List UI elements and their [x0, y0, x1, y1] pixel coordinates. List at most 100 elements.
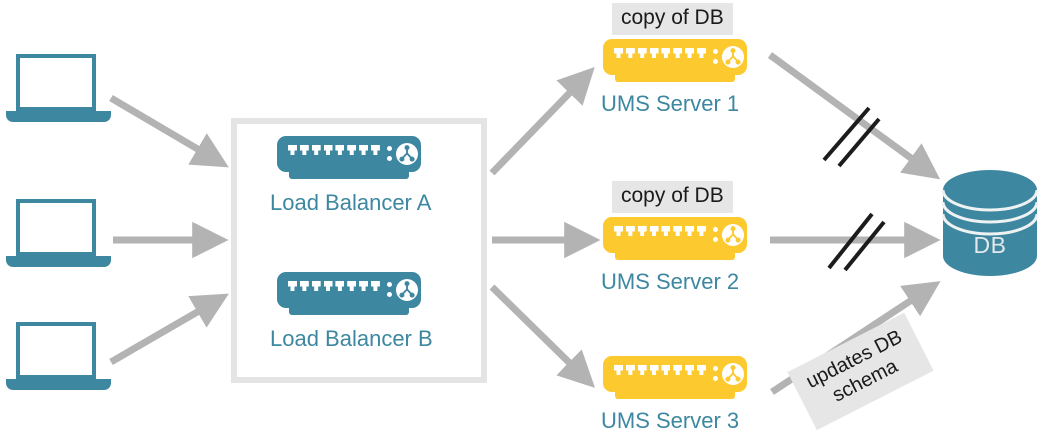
laptop-screen-icon: [16, 322, 96, 379]
switch-port-icon: [288, 145, 297, 155]
database-node[interactable]: DB: [941, 168, 1039, 278]
load-balancer-a-label: Load Balancer A: [270, 190, 432, 215]
load-balancer-group: [231, 118, 487, 383]
connector-ums1-to-db: [767, 52, 941, 180]
network-tree-icon: [722, 363, 744, 385]
server-port-icon: [614, 365, 623, 375]
load-balancer-a-icon[interactable]: [277, 136, 421, 183]
break-marker-ums1: [822, 106, 881, 168]
status-led-icon: [713, 376, 718, 381]
network-tree-icon: [396, 143, 418, 165]
switch-port-icon: [347, 281, 357, 291]
client-laptop-1[interactable]: [6, 54, 111, 126]
server-port-icon: [649, 226, 659, 236]
ums-server-3-label: UMS Server 3: [601, 408, 740, 433]
ums-server-1-badge: copy of DB: [612, 3, 733, 35]
load-balancer-b-icon[interactable]: [277, 272, 421, 319]
client-laptop-2[interactable]: [6, 199, 111, 271]
laptop-base-icon: [6, 111, 111, 122]
switch-icon: [277, 136, 421, 172]
server-port-icon: [649, 48, 659, 58]
server-stand-icon: [615, 251, 735, 260]
connector-lb-to-ums1: [489, 66, 595, 176]
server-port-icon: [661, 226, 671, 236]
switch-port-icon: [370, 145, 380, 155]
status-leds-icon: [713, 227, 718, 242]
server-port-icon: [685, 226, 695, 236]
server-port-icon: [614, 48, 623, 58]
switch-port-icon: [323, 145, 333, 155]
switch-stand-icon: [289, 170, 409, 179]
status-led-icon: [713, 227, 718, 232]
server-port-icon: [685, 48, 695, 58]
server-stand-icon: [615, 73, 735, 82]
status-led-icon: [387, 292, 392, 297]
network-tree-icon: [722, 46, 744, 68]
server-port-icon: [625, 365, 635, 375]
connector-lb-to-ums3: [489, 284, 596, 388]
server-port-icon: [673, 226, 683, 236]
network-tree-icon: [722, 224, 744, 246]
status-leds-icon: [387, 282, 392, 297]
server-port-icon: [637, 48, 647, 58]
switch-ports-icon: [288, 145, 380, 155]
status-led-icon: [387, 146, 392, 151]
ums-server-2-icon[interactable]: [603, 217, 747, 264]
server-port-icon: [625, 226, 635, 236]
server-port-icon: [661, 48, 671, 58]
ums-server-3-icon[interactable]: [603, 356, 747, 403]
switch-port-icon: [335, 145, 345, 155]
switch-stand-icon: [289, 306, 409, 315]
status-led-icon: [387, 282, 392, 287]
status-led-icon: [713, 237, 718, 242]
switch-port-icon: [335, 281, 345, 291]
status-leds-icon: [713, 366, 718, 381]
client-laptop-3[interactable]: [6, 322, 111, 394]
status-led-icon: [387, 156, 392, 161]
switch-port-icon: [311, 281, 321, 291]
server-port-icon: [685, 365, 695, 375]
server-icon: [603, 356, 747, 392]
ums-server-2-badge: copy of DB: [612, 181, 733, 213]
server-port-icon: [637, 365, 647, 375]
laptop-screen-icon: [16, 199, 96, 256]
laptop-base-icon: [6, 379, 111, 390]
server-port-icon: [614, 226, 623, 236]
server-port-icon: [625, 48, 635, 58]
laptop-screen-icon: [16, 54, 96, 111]
ums-server-1-icon[interactable]: [603, 39, 747, 86]
connector-client1-to-lb: [109, 94, 229, 168]
switch-port-icon: [347, 145, 357, 155]
switch-port-icon: [311, 145, 321, 155]
switch-ports-icon: [288, 281, 380, 291]
switch-port-icon: [359, 145, 369, 155]
switch-port-icon: [299, 145, 309, 155]
network-tree-icon: [396, 279, 418, 301]
ums-server-2-label: UMS Server 2: [601, 269, 740, 294]
server-port-icon: [649, 365, 659, 375]
break-marker-ums2: [827, 212, 886, 272]
server-ports-icon: [614, 226, 706, 236]
switch-port-icon: [370, 281, 380, 291]
switch-port-icon: [359, 281, 369, 291]
server-port-icon: [696, 226, 706, 236]
status-led-icon: [713, 366, 718, 371]
server-port-icon: [637, 226, 647, 236]
ums-server-1-label: UMS Server 1: [601, 91, 740, 116]
server-icon: [603, 217, 747, 253]
server-port-icon: [673, 48, 683, 58]
switch-port-icon: [299, 281, 309, 291]
database-label: DB: [973, 232, 1007, 258]
laptop-base-icon: [6, 256, 111, 267]
status-led-icon: [713, 49, 718, 54]
switch-port-icon: [323, 281, 333, 291]
load-balancer-b-label: Load Balancer B: [270, 326, 433, 351]
switch-icon: [277, 272, 421, 308]
switch-port-icon: [288, 281, 297, 291]
status-leds-icon: [387, 146, 392, 161]
server-port-icon: [673, 365, 683, 375]
status-led-icon: [713, 59, 718, 64]
server-port-icon: [661, 365, 671, 375]
server-ports-icon: [614, 48, 706, 58]
